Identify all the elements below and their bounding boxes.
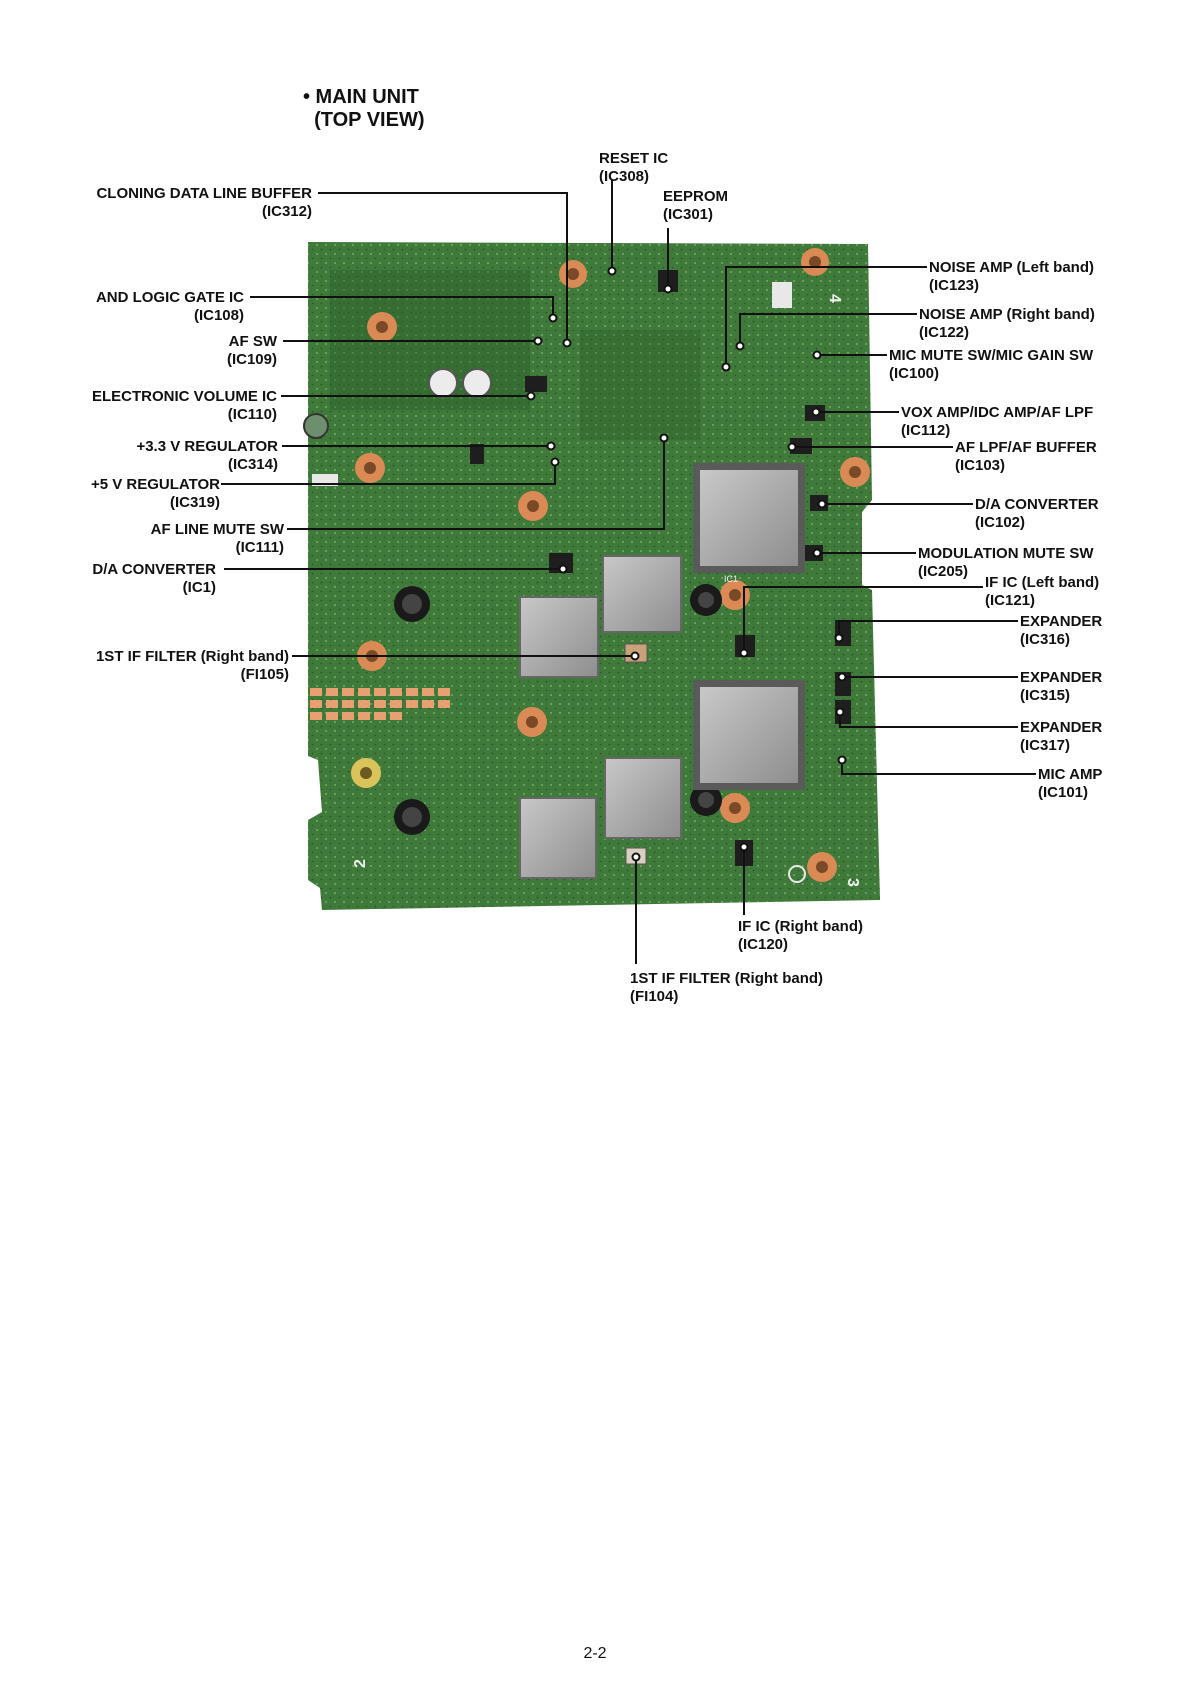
label-ic120: IF IC (Right band)(IC120) [738, 918, 863, 953]
label-fi105: 1ST IF FILTER (Right band)(FI105) [95, 648, 289, 683]
label-ic102: D/A CONVERTER(IC102) [975, 496, 1099, 531]
label-ic1: D/A CONVERTER(IC1) [92, 561, 216, 596]
label-ic308: RESET IC(IC308) [599, 150, 669, 185]
label-fi104: 1ST IF FILTER (Right band)(FI104) [630, 970, 824, 1005]
page-number: 2-2 [583, 1645, 607, 1662]
label-ic122: NOISE AMP (Right band)(IC122) [919, 306, 1095, 341]
label-ic315: EXPANDER(IC315) [1020, 669, 1103, 704]
label-ic205: MODULATION MUTE SW(IC205) [918, 545, 1094, 580]
label-ic319: +5 V REGULATOR(IC319) [90, 476, 220, 511]
section-heading: • MAIN UNIT (TOP VIEW) [303, 86, 425, 131]
label-ic121: IF IC (Left band)(IC121) [985, 574, 1100, 609]
silk-ic1: IC1 [724, 574, 738, 584]
label-ic123: NOISE AMP (Left band)(IC123) [929, 259, 1094, 294]
label-ic312: CLONING DATA LINE BUFFER(IC312) [96, 185, 312, 220]
leader-end-markers [526, 266, 847, 862]
label-ic101: MIC AMP(IC101) [1038, 766, 1103, 801]
shield-cans [519, 463, 805, 879]
silk-3: 3 [844, 878, 861, 887]
silk-4: 4 [826, 294, 843, 303]
label-ic110: ELECTRONIC VOLUME IC(IC110) [91, 388, 277, 423]
label-ic314: +3.3 V REGULATOR(IC314) [136, 438, 278, 473]
label-ic111: AF LINE MUTE SW(IC111) [150, 521, 284, 556]
label-ic103: AF LPF/AF BUFFER(IC103) [955, 439, 1097, 474]
label-ic301: EEPROM(IC301) [663, 188, 729, 223]
label-ic316: EXPANDER(IC316) [1020, 613, 1103, 648]
label-ic112: VOX AMP/IDC AMP/AF LPF(IC112) [901, 404, 1094, 439]
leader-lines [221, 180, 1036, 964]
silk-2: 2 [352, 859, 369, 868]
label-ic108: AND LOGIC GATE IC(IC108) [95, 289, 244, 324]
label-ic109: AF SW(IC109) [226, 333, 277, 368]
label-ic100: MIC MUTE SW/MIC GAIN SW(IC100) [889, 347, 1094, 382]
label-ic317: EXPANDER(IC317) [1020, 719, 1103, 754]
